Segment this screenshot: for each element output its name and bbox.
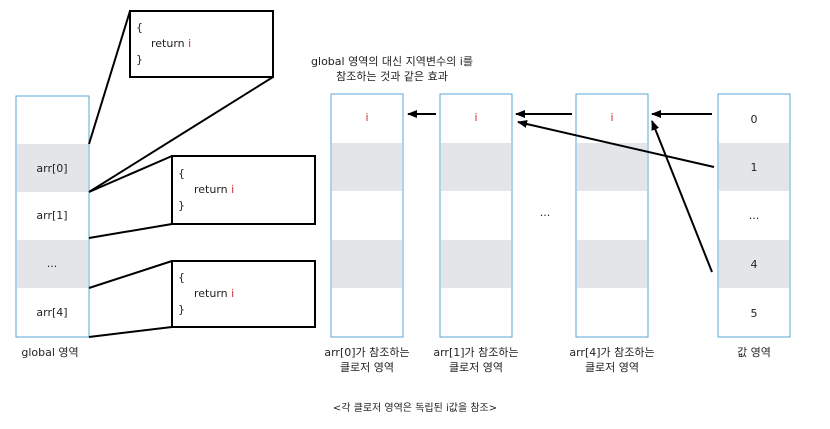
closure-box-1-code: return i — [151, 37, 191, 50]
closure-column-2: i — [439, 93, 513, 338]
value-cell-dots: ... — [749, 209, 760, 222]
value-cell-0: 0 — [751, 113, 758, 126]
closure-box-2-code: return i — [194, 183, 234, 196]
closure-column-2-label-2: 클로저 영역 — [449, 361, 503, 374]
global-cell-arr1: arr[1] — [36, 209, 67, 222]
arrow-value4-to-col3 — [651, 120, 713, 273]
closure-box-2: { return i } — [171, 155, 316, 225]
closure-column-1-label-2: 클로저 영역 — [340, 361, 394, 374]
closure-column-2-label-1: arr[1]가 참조하는 — [433, 345, 518, 359]
between-columns-dots: ... — [540, 206, 551, 219]
closure-box-1-close: } — [136, 53, 143, 66]
value-cell-4: 4 — [751, 258, 758, 271]
closure-box-3: { return i } — [171, 260, 316, 328]
global-cell-dots: ... — [47, 257, 58, 270]
closure-column-1-label-1: arr[0]가 참조하는 — [324, 345, 409, 359]
closure-column-2-value: i — [474, 111, 477, 124]
global-cell-shade-arr0 — [17, 144, 88, 192]
callout-lines — [88, 10, 274, 338]
arrow-value1-to-col2 — [517, 120, 715, 168]
closure-box-3-close: } — [178, 303, 185, 316]
closure-column-1-value: i — [365, 111, 368, 124]
global-column: arr[0] arr[1] ... arr[4] — [15, 95, 90, 338]
global-column-label: global 영역 — [21, 346, 78, 359]
closure-box-2-open: { — [178, 167, 185, 180]
closure-box-3-open: { — [178, 271, 185, 284]
closure-column-3-label-1: arr[4]가 참조하는 — [569, 345, 654, 359]
annotation-line2: 참조하는 것과 같은 효과 — [336, 69, 448, 83]
global-cell-shade-dots — [17, 240, 88, 288]
closure-box-1-open: { — [136, 21, 143, 34]
annotation-line1: global 영역의 대신 지역변수의 i를 — [311, 55, 473, 68]
value-cell-5: 5 — [751, 307, 758, 320]
closure-column-3: i — [575, 93, 649, 338]
closure-column-3-value: i — [610, 111, 613, 124]
closure-column-1: i — [330, 93, 404, 338]
value-cell-1: 1 — [751, 161, 758, 174]
closure-box-3-code: return i — [194, 287, 234, 300]
closure-box-2-close: } — [178, 199, 185, 212]
diagram-caption: <각 클로저 영역은 독립된 i값을 참조> — [333, 401, 497, 414]
global-cell-arr0: arr[0] — [36, 162, 67, 175]
value-column: 0 1 ... 4 5 — [717, 93, 791, 338]
value-column-label: 값 영역 — [737, 346, 771, 359]
closure-column-3-label-2: 클로저 영역 — [585, 361, 639, 374]
global-cell-arr4: arr[4] — [36, 306, 67, 319]
reference-arrows — [407, 110, 715, 273]
closure-box-1: { return i } — [129, 10, 274, 78]
